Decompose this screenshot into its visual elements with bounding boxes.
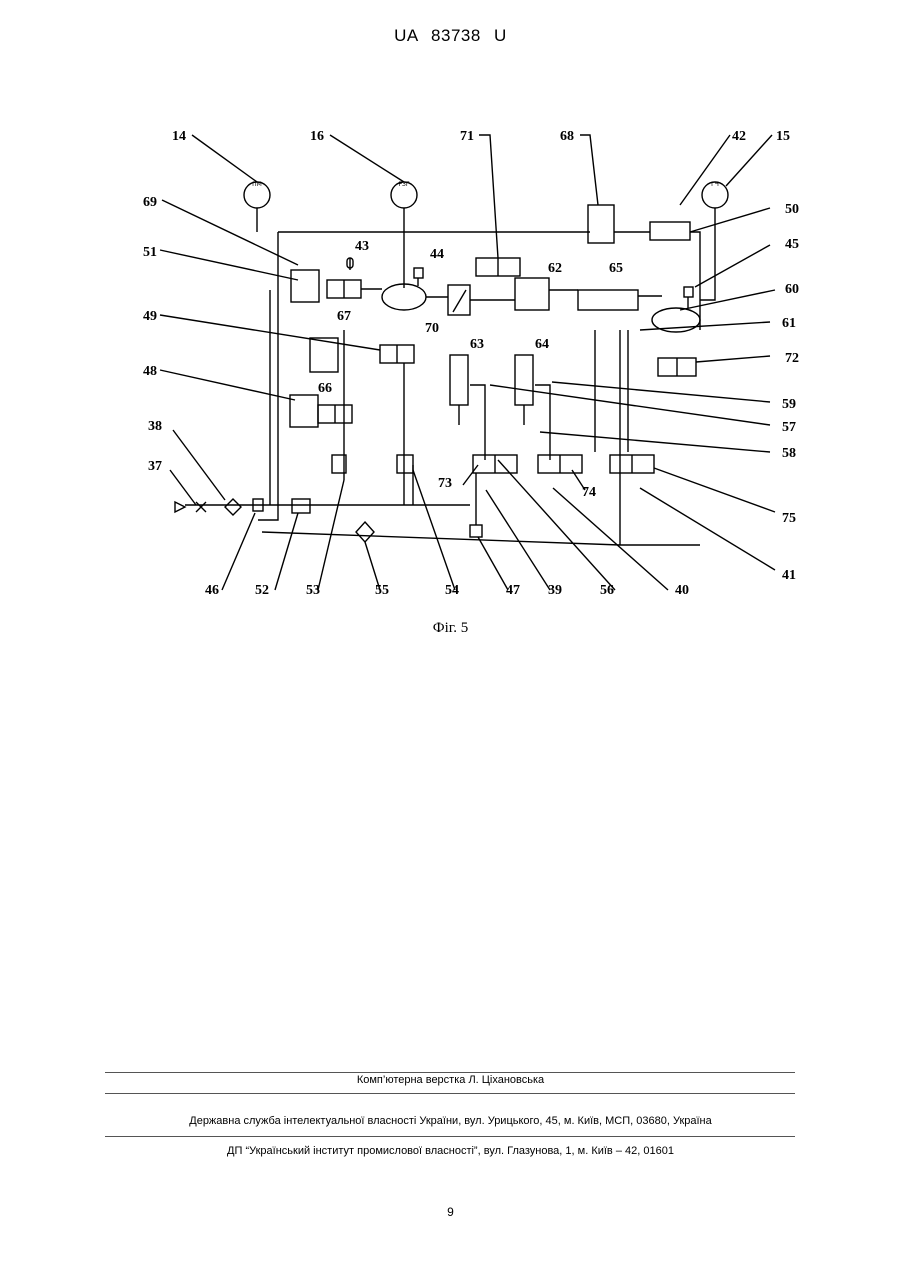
ref-51: 51 xyxy=(143,245,157,260)
ref-53: 53 xyxy=(306,583,320,598)
ref-52: 52 xyxy=(255,583,269,598)
gauge-label-rzg: РЗГ xyxy=(398,181,409,188)
ref-47: 47 xyxy=(506,583,520,598)
figure-caption: Фіг. 5 xyxy=(0,620,901,637)
footer-rule-bottom xyxy=(105,1136,795,1137)
ref-39: 39 xyxy=(548,583,562,598)
footer-rule-middle xyxy=(105,1093,795,1094)
ref-38: 38 xyxy=(148,419,162,434)
ref-68: 68 xyxy=(560,129,574,144)
ref-48: 48 xyxy=(143,364,157,379)
ref-14: 14 xyxy=(172,129,186,144)
ref-59: 59 xyxy=(782,397,796,412)
ref-45: 45 xyxy=(785,237,799,252)
footer-typesetter: Комп’ютерна верстка Л. Ціхановська xyxy=(0,1074,901,1086)
ref-63: 63 xyxy=(470,337,484,352)
pneumatic-circuit-diagram: ПМ РЗГ ГЧ 14 16 71 68 42 15 69 50 51 43 … xyxy=(0,0,901,650)
ref-43: 43 xyxy=(355,239,369,254)
ref-70: 70 xyxy=(425,321,439,336)
ref-40: 40 xyxy=(675,583,689,598)
ref-46: 46 xyxy=(205,583,219,598)
ref-57: 57 xyxy=(782,420,796,435)
footer-institute: ДП “Український інститут промислової вла… xyxy=(0,1145,901,1157)
ref-60: 60 xyxy=(785,282,799,297)
ref-66: 66 xyxy=(318,381,332,396)
ref-42: 42 xyxy=(732,129,746,144)
footer-rule-top xyxy=(105,1072,795,1073)
ref-61: 61 xyxy=(782,316,796,331)
ref-73: 73 xyxy=(438,476,452,491)
gauge-label-pm: ПМ xyxy=(252,181,262,188)
footer-patent-office: Державна служба інтелектуальної власност… xyxy=(0,1115,901,1127)
gauge-label-gch: ГЧ xyxy=(711,181,719,188)
ref-71: 71 xyxy=(460,129,474,144)
ref-37: 37 xyxy=(148,459,162,474)
ref-41: 41 xyxy=(782,568,796,583)
ref-72: 72 xyxy=(785,351,799,366)
ref-69: 69 xyxy=(143,195,157,210)
ref-50: 50 xyxy=(785,202,799,217)
ref-54: 54 xyxy=(445,583,459,598)
ref-64: 64 xyxy=(535,337,549,352)
ref-49: 49 xyxy=(143,309,157,324)
ref-44: 44 xyxy=(430,247,444,262)
ref-58: 58 xyxy=(782,446,796,461)
ref-67: 67 xyxy=(337,309,351,324)
ref-55: 55 xyxy=(375,583,389,598)
ref-74: 74 xyxy=(582,485,596,500)
ref-15: 15 xyxy=(776,129,790,144)
ref-65: 65 xyxy=(609,261,623,276)
ref-62: 62 xyxy=(548,261,562,276)
ref-16: 16 xyxy=(310,129,324,144)
ref-75: 75 xyxy=(782,511,796,526)
page-number: 9 xyxy=(0,1205,901,1219)
ref-56: 56 xyxy=(600,583,614,598)
